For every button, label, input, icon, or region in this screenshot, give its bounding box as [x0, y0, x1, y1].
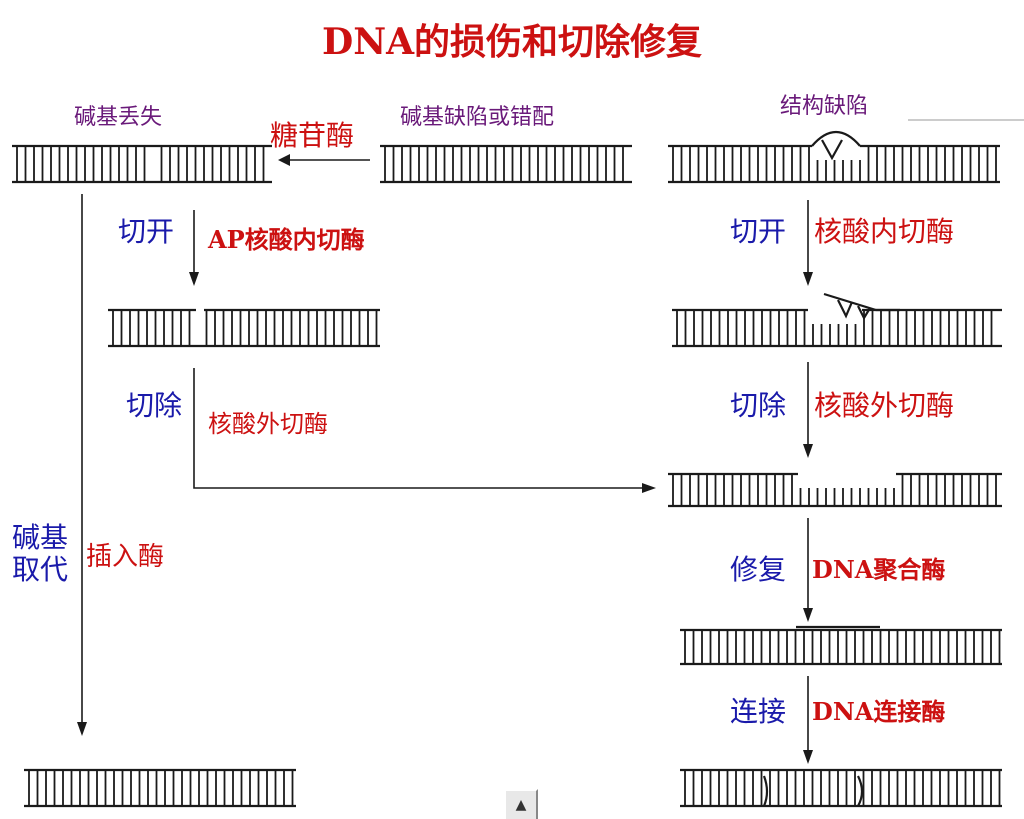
arrowhead-excise-left — [642, 483, 656, 493]
dna-strands — [12, 131, 1002, 808]
dna-flap-bases — [837, 299, 871, 321]
label-endonuclease-right: 核酸内切酶 — [814, 215, 955, 248]
dna-flap — [823, 292, 900, 312]
arrowhead-repair — [803, 608, 813, 622]
arrowhead-cut-left — [189, 272, 199, 286]
dna-endo-cut — [672, 292, 1002, 348]
dna-repaired — [680, 625, 1002, 666]
label-base-loss: 碱基丢失 — [74, 105, 163, 130]
label-glycosylase: 糖苷酶 — [270, 119, 355, 152]
label-ligate: 连接 — [730, 695, 787, 728]
label-structural-defect: 结构缺陷 — [780, 94, 869, 119]
label-base-replacement: 碱基 取代 — [12, 521, 69, 586]
label-ap-endonuclease: AP核酸内切酶 — [208, 225, 365, 254]
dna-ap-cut — [108, 308, 380, 348]
dna-structural-v — [821, 139, 843, 161]
label-dna-ligase: DNA连接酶 — [812, 697, 946, 726]
arrowhead-cut-right — [803, 272, 813, 286]
label-excise-right: 切除 — [730, 389, 787, 422]
arrowhead-glycosylase — [278, 154, 290, 166]
arrowhead-ligate — [803, 750, 813, 764]
label-dna-polymerase: DNA聚合酶 — [812, 555, 946, 584]
dna-ligated-joins — [762, 775, 864, 807]
label-insertase: 插入酶 — [86, 542, 165, 572]
label-base-defect: 碱基缺陷或错配 — [400, 105, 555, 130]
label-cut-left: 切开 — [118, 215, 175, 248]
dna-base-replaced — [24, 768, 296, 808]
dna-base-defect — [380, 144, 632, 184]
dna-structural-bulge — [811, 131, 861, 147]
arrowhead-base-replacement — [77, 722, 87, 736]
dna-base-loss — [12, 144, 272, 184]
arrow-excise-left — [193, 368, 645, 489]
label-cut-right: 切开 — [730, 215, 787, 248]
scroll-up-button[interactable]: ▲ — [504, 789, 538, 819]
label-exonuclease-right: 核酸外切酶 — [814, 389, 955, 422]
arrowhead-excise-right — [803, 444, 813, 458]
dna-structural-defect — [668, 131, 1000, 184]
page-title: DNA的损伤和切除修复 — [321, 21, 703, 63]
label-exonuclease-left: 核酸外切酶 — [208, 410, 328, 438]
label-repair: 修复 — [730, 553, 787, 586]
dna-ligated — [680, 768, 1002, 808]
arrows — [77, 119, 1024, 764]
dna-exo-gap — [668, 472, 1002, 508]
label-excise-left: 切除 — [126, 389, 183, 422]
